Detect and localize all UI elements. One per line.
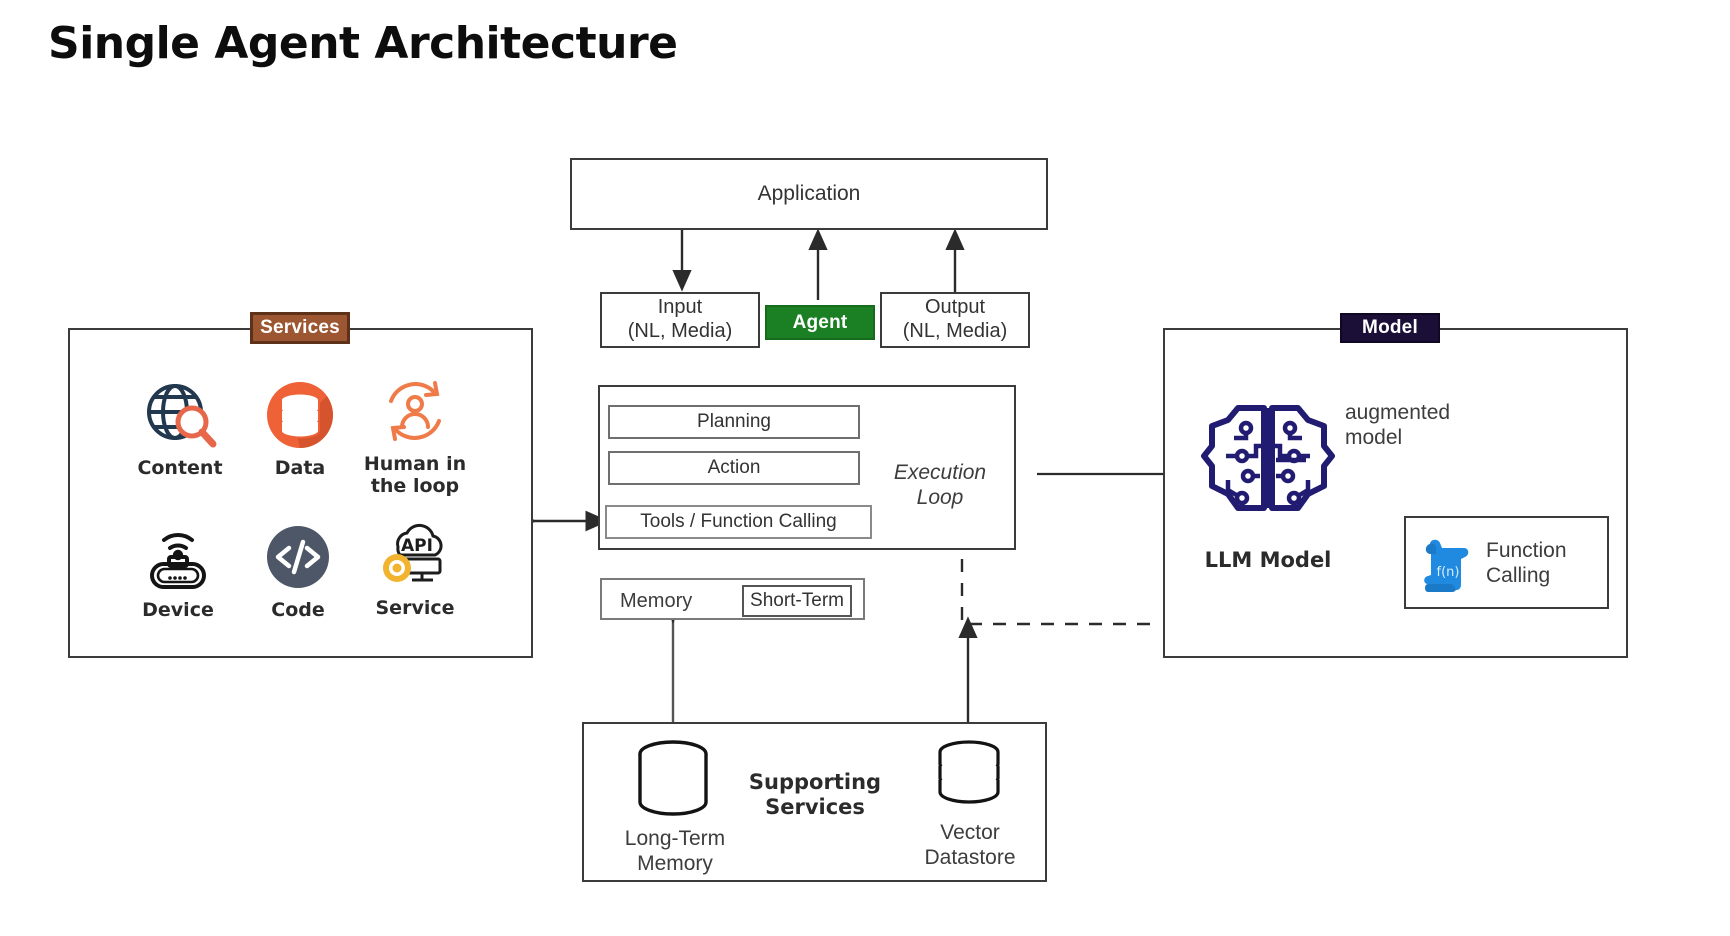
stacked-disks-icon: [928, 738, 1010, 816]
llm-model-label: LLM Model: [1204, 548, 1332, 572]
application-box[interactable]: Application: [570, 158, 1048, 230]
input-label-line1: Input: [657, 296, 703, 319]
model-badge: Model: [1340, 313, 1440, 343]
service-data[interactable]: Data: [240, 378, 360, 480]
application-label: Application: [757, 181, 861, 205]
vector-datastore-line1: Vector: [940, 821, 1000, 844]
function-calling-box[interactable]: f(n) Function Calling: [1404, 516, 1609, 609]
input-box[interactable]: Input (NL, Media): [600, 292, 760, 348]
service-api-label: Service: [375, 597, 455, 619]
service-human-in-the-loop[interactable]: Human in the loop: [355, 374, 475, 498]
service-api[interactable]: API Service: [355, 518, 475, 620]
services-badge: Services: [250, 312, 350, 344]
function-calling-line2: Calling: [1486, 564, 1551, 588]
cylinder-database-icon: [627, 738, 719, 820]
memory-short-term-box[interactable]: Short-Term: [742, 585, 852, 617]
memory-label: Memory: [620, 590, 693, 612]
long-term-memory-label: Long-Term Memory: [610, 826, 740, 876]
service-content-label: Content: [137, 457, 223, 479]
service-device-label: Device: [142, 599, 214, 621]
output-label-line1: Output: [924, 296, 986, 319]
api-gear-icon: API: [355, 518, 475, 592]
svg-text:f(n): f(n): [1437, 565, 1460, 580]
service-content[interactable]: Content: [120, 378, 240, 480]
service-device[interactable]: Device: [118, 520, 238, 622]
globe-search-icon: [120, 378, 240, 452]
step-tools-label: Tools / Function Calling: [640, 510, 837, 532]
service-human-label: Human in the loop: [355, 453, 475, 498]
llm-model-icon: [1198, 398, 1338, 518]
device-wifi-icon: [118, 520, 238, 594]
service-code-label: Code: [271, 599, 325, 621]
code-brackets-icon: [238, 520, 358, 594]
step-action-label: Action: [707, 456, 761, 478]
output-box[interactable]: Output (NL, Media): [880, 292, 1030, 348]
function-scroll-icon: f(n): [1420, 536, 1476, 599]
vector-datastore-label: Vector Datastore: [905, 820, 1035, 870]
augmented-model-line2: model: [1345, 426, 1403, 450]
step-planning[interactable]: Planning: [608, 405, 860, 439]
step-action[interactable]: Action: [608, 451, 860, 485]
step-tools-function-calling[interactable]: Tools / Function Calling: [605, 505, 872, 539]
output-label-line2: (NL, Media): [902, 320, 1008, 342]
execution-loop-line1: Execution: [893, 461, 987, 484]
service-code[interactable]: Code: [238, 520, 358, 622]
execution-loop-label: Execution Loop: [880, 460, 1000, 510]
function-calling-label: Function Calling: [1486, 538, 1606, 588]
service-human-label-line2: the loop: [370, 474, 460, 497]
execution-loop-line2: Loop: [916, 486, 964, 510]
long-term-memory-line2: Memory: [637, 852, 713, 876]
step-planning-label: Planning: [697, 410, 771, 432]
augmented-model-line1: augmented: [1345, 401, 1451, 424]
input-label-line2: (NL, Media): [627, 320, 733, 342]
supporting-services-title: Supporting Services: [740, 770, 890, 820]
long-term-memory-line1: Long-Term: [624, 827, 726, 850]
supporting-services-line2: Services: [765, 795, 865, 820]
memory-short-term-label: Short-Term: [750, 589, 844, 611]
agent-badge[interactable]: Agent: [765, 305, 875, 340]
model-badge-label: Model: [1362, 317, 1418, 338]
vector-datastore-line2: Datastore: [924, 846, 1016, 870]
memory-box[interactable]: Memory Short-Term: [600, 578, 865, 620]
page-title: Single Agent Architecture: [48, 18, 678, 69]
agent-badge-label: Agent: [792, 311, 848, 333]
supporting-services-line1: Supporting: [748, 770, 882, 794]
svg-text:API: API: [401, 536, 433, 556]
database-circle-icon: [240, 378, 360, 452]
augmented-model-label: augmented model: [1345, 400, 1495, 450]
human-in-the-loop-icon: [355, 374, 475, 448]
function-calling-line1: Function: [1486, 539, 1567, 562]
services-badge-label: Services: [260, 317, 340, 338]
service-human-label-line1: Human in: [363, 453, 467, 475]
service-data-label: Data: [274, 457, 326, 479]
